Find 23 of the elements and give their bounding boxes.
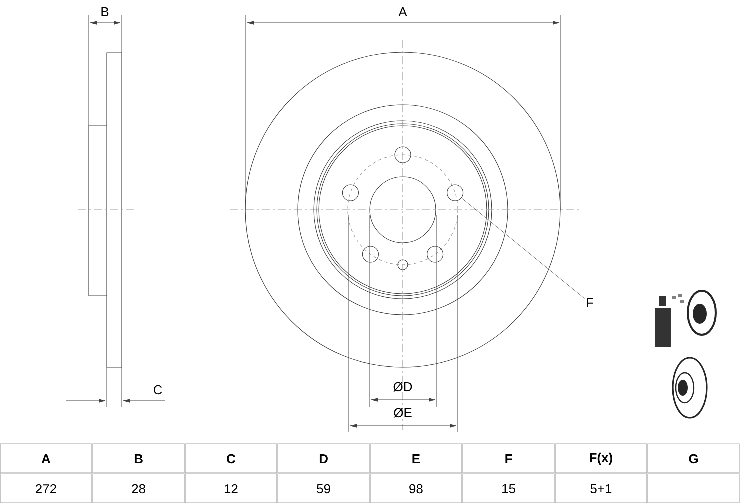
dimension-letter: ØE <box>394 408 412 418</box>
table-cell: C <box>185 444 278 474</box>
table-cell: G <box>648 444 740 474</box>
table-cell: 15 <box>462 474 555 504</box>
table-cell: D <box>278 444 370 474</box>
dimension-letter: A <box>398 8 408 16</box>
table-cell: 28 <box>92 474 185 504</box>
dimension-letter: B <box>102 8 109 16</box>
dimension-letter: ØD <box>394 382 412 392</box>
table-cell: 59 <box>278 474 370 504</box>
table-cell: 12 <box>185 474 278 504</box>
table-cell: F(x) <box>555 444 648 474</box>
table-cell: A <box>0 444 92 474</box>
table-cell: 98 <box>370 474 462 504</box>
table-cell: B <box>92 444 185 474</box>
callout-letter: F <box>587 298 594 308</box>
bolt-hole <box>447 184 464 202</box>
table-cell: 272 <box>0 474 92 504</box>
leader-line <box>461 198 585 299</box>
table-cell: E <box>370 444 462 474</box>
table-cell: 5+1 <box>555 474 648 504</box>
dimension-letter: C <box>154 385 162 395</box>
table-cell: F <box>462 444 555 474</box>
